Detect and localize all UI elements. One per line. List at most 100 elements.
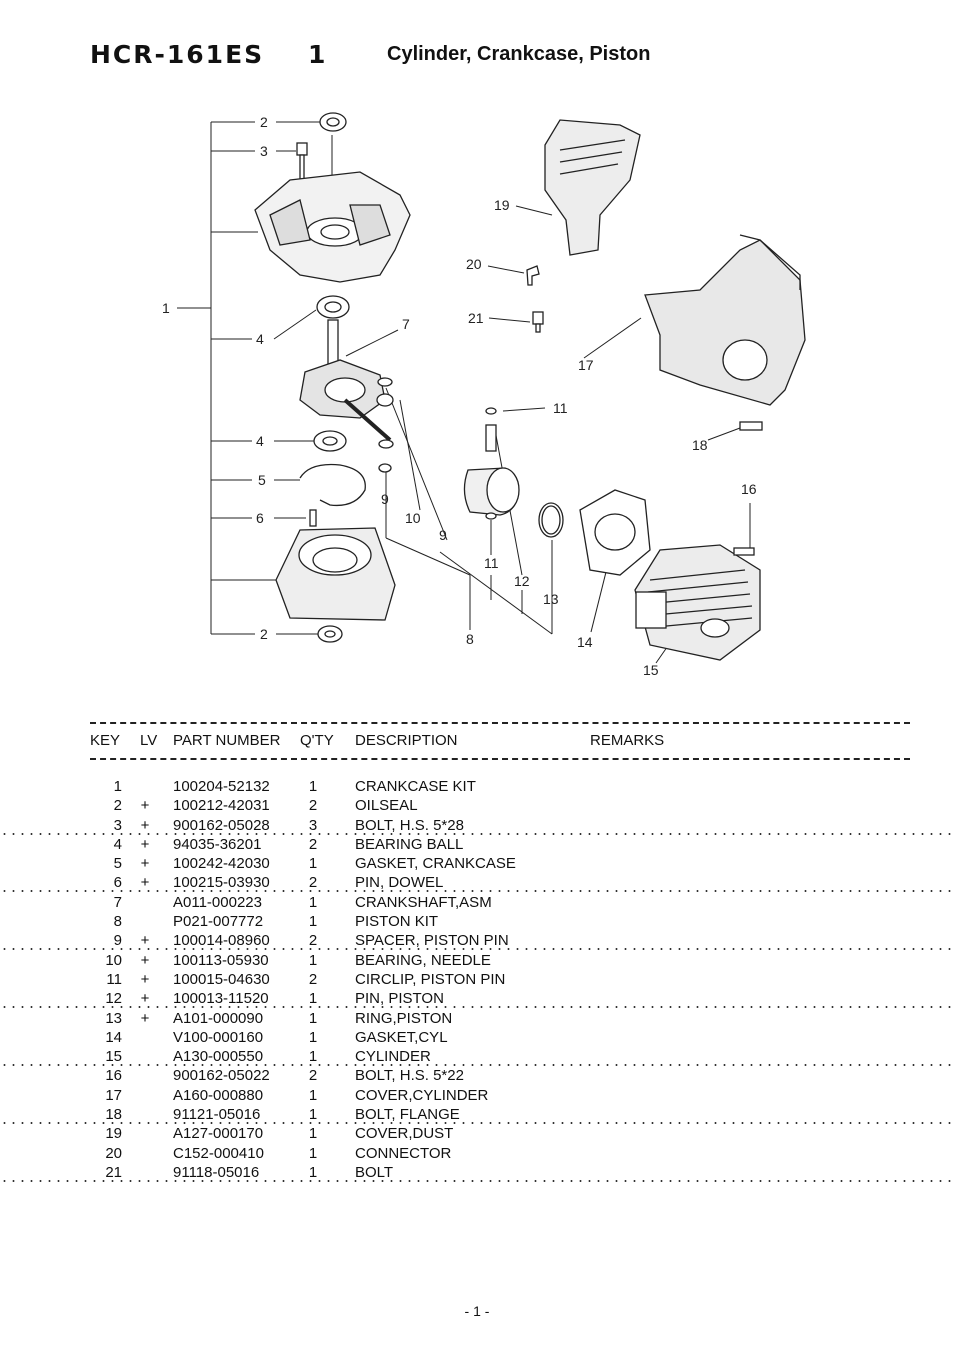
row-key: 3 <box>113 816 122 834</box>
row-level: + <box>140 970 150 988</box>
callout-label: 4 <box>256 331 264 347</box>
row-quantity: 2 <box>308 797 318 815</box>
row-part-number: 100242-42030 <box>173 855 270 873</box>
callout-label: 10 <box>405 510 421 526</box>
row-quantity: 2 <box>308 874 318 892</box>
row-part-number: 900162-05022 <box>173 1067 270 1085</box>
row-key: 19 <box>105 1125 122 1143</box>
row-description: COVER,CYLINDER <box>355 1086 489 1104</box>
row-quantity: 2 <box>308 970 318 988</box>
callout-label: 17 <box>578 357 594 373</box>
row-quantity: 1 <box>308 1106 318 1124</box>
row-part-number: 100014-08960 <box>173 932 270 950</box>
row-description: CRANKCASE KIT <box>355 778 476 795</box>
row-description: GASKET, CRANKCASE <box>355 855 516 873</box>
row-description: BOLT <box>355 1163 394 1181</box>
table-row: 6 +100215-03930 2 PIN, DOWEL <box>0 874 954 894</box>
row-part-number: V100-000160 <box>173 1028 264 1046</box>
callout-label: 9 <box>381 491 389 507</box>
parts-table-body: 1 100204-52132 1 CRANKCASE KIT 2 +100212-4203… <box>0 778 954 1184</box>
row-description: SPACER, PISTON PIN <box>355 932 509 950</box>
row-description: COVER,DUST <box>355 1125 454 1143</box>
header-qty: Q'TY <box>300 732 334 749</box>
row-quantity: 1 <box>308 1125 318 1143</box>
header-remarks: REMARKS <box>590 732 665 749</box>
row-key: 4 <box>113 835 122 853</box>
callout-label: 21 <box>468 310 484 326</box>
row-quantity: 1 <box>308 913 318 931</box>
row-description: PISTON KIT <box>355 913 439 931</box>
row-description: GASKET,CYL <box>355 1028 448 1046</box>
callout-label: 5 <box>258 472 266 488</box>
row-key: 11 <box>106 970 122 988</box>
row-part-number: 100204-52132 <box>173 778 270 795</box>
row-quantity: 2 <box>308 932 318 950</box>
row-level: + <box>140 835 150 853</box>
row-part-number: 100215-03930 <box>173 874 270 892</box>
row-quantity: 1 <box>308 1163 318 1181</box>
callout-label: 16 <box>741 481 757 497</box>
row-key: 1 <box>113 778 122 795</box>
header-key: KEY <box>90 732 121 749</box>
row-part-number: P021-007772 <box>173 913 264 931</box>
row-key: 5 <box>113 855 122 873</box>
row-quantity: 1 <box>308 893 318 911</box>
table-top-rule <box>90 722 910 724</box>
row-key: 6 <box>113 874 122 892</box>
row-description: PIN, PISTON <box>355 990 444 1008</box>
row-quantity: 1 <box>308 951 318 969</box>
row-description: BEARING, NEEDLE <box>355 951 491 969</box>
row-part-number: A127-000170 <box>173 1125 264 1143</box>
row-key: 10 <box>105 951 122 969</box>
model-name: HCR-161ES <box>90 40 265 69</box>
table-row: 10 +100113-05930 1 BEARING, NEEDLE <box>0 952 954 971</box>
row-level: + <box>140 1009 150 1027</box>
row-level: + <box>140 990 150 1008</box>
row-level: + <box>140 855 150 873</box>
row-level: + <box>140 874 150 892</box>
row-quantity: 1 <box>308 1048 318 1066</box>
callout-label: 13 <box>543 591 559 607</box>
row-key: 16 <box>105 1067 122 1085</box>
callout-label: 9 <box>439 527 447 543</box>
row-description: PIN, DOWEL <box>355 874 444 892</box>
table-header: KEY LV PART NUMBER Q'TY DESCRIPTION REMA… <box>0 732 954 752</box>
callout-label: 18 <box>692 437 708 453</box>
row-key: 9 <box>113 932 122 950</box>
table-row: 5 +100242-42030 1 GASKET, CRANKCASE <box>0 855 954 874</box>
callout-label: 11 <box>484 555 499 571</box>
row-description: BOLT, FLANGE <box>355 1106 460 1124</box>
row-quantity: 2 <box>308 1067 318 1085</box>
section-number: 1 <box>308 40 326 69</box>
callout-label: 20 <box>466 256 482 272</box>
row-quantity: 1 <box>308 990 318 1008</box>
row-description: CYLINDER <box>355 1048 431 1066</box>
row-part-number: 100212-42031 <box>173 797 270 815</box>
callout-label: 2 <box>260 114 268 130</box>
row-key: 18 <box>105 1106 122 1124</box>
row-level: + <box>140 797 150 815</box>
row-part-number: A101-000090 <box>173 1009 264 1027</box>
row-part-number: 100113-05930 <box>173 951 269 969</box>
callout-label: 3 <box>260 143 268 159</box>
row-level: + <box>140 816 150 834</box>
row-quantity: 1 <box>308 1086 318 1104</box>
row-level: + <box>140 951 150 969</box>
row-quantity: 1 <box>308 855 318 873</box>
callout-label: 4 <box>256 433 264 449</box>
callout-label: 15 <box>643 662 659 678</box>
row-key: 15 <box>105 1048 122 1066</box>
row-key: 20 <box>105 1144 122 1162</box>
